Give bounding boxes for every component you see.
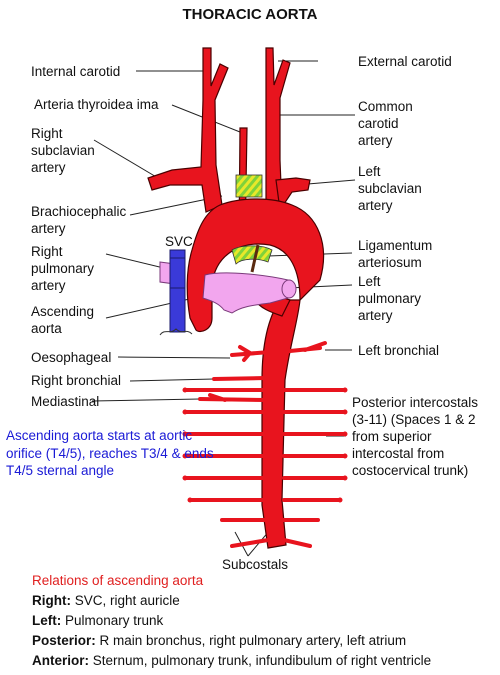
label-mediastinal: Mediastinal	[31, 394, 100, 409]
ligament-band-top	[235, 174, 263, 198]
ligament-cord	[250, 244, 260, 273]
intercostal-branches	[183, 341, 347, 548]
label-external-carotid: External carotid	[358, 54, 452, 69]
label-right-bronchial: Right bronchial	[31, 373, 122, 388]
label-subcostals: Subcostals	[222, 557, 289, 572]
relations-heading: Relations of ascending aorta	[32, 573, 204, 588]
relation-anterior: Anterior: Sternum, pulmonary trunk, infu…	[32, 653, 432, 668]
label-posterior-intercostals: Posterior intercostals(3-11) (Spaces 1 &…	[352, 395, 479, 478]
branch-tips	[182, 387, 348, 503]
label-internal-carotid: Internal carotid	[31, 64, 121, 79]
diagram-title: THORACIC AORTA	[182, 6, 318, 23]
relation-right: Right: SVC, right auricle	[32, 593, 180, 608]
label-arteria-thyroidea-ima: Arteria thyroidea ima	[34, 97, 159, 112]
label-oesophageal: Oesophageal	[31, 350, 112, 365]
ligamentum-arteriosum	[231, 245, 273, 265]
ascending-aorta-note: Ascending aorta starts at aortic orifice…	[6, 428, 214, 478]
label-svc: SVC	[165, 234, 193, 249]
relation-posterior: Posterior: R main bronchus, right pulmon…	[32, 633, 407, 648]
label-left-bronchial: Left bronchial	[358, 343, 440, 358]
relation-left: Left: Pulmonary trunk	[32, 613, 164, 628]
